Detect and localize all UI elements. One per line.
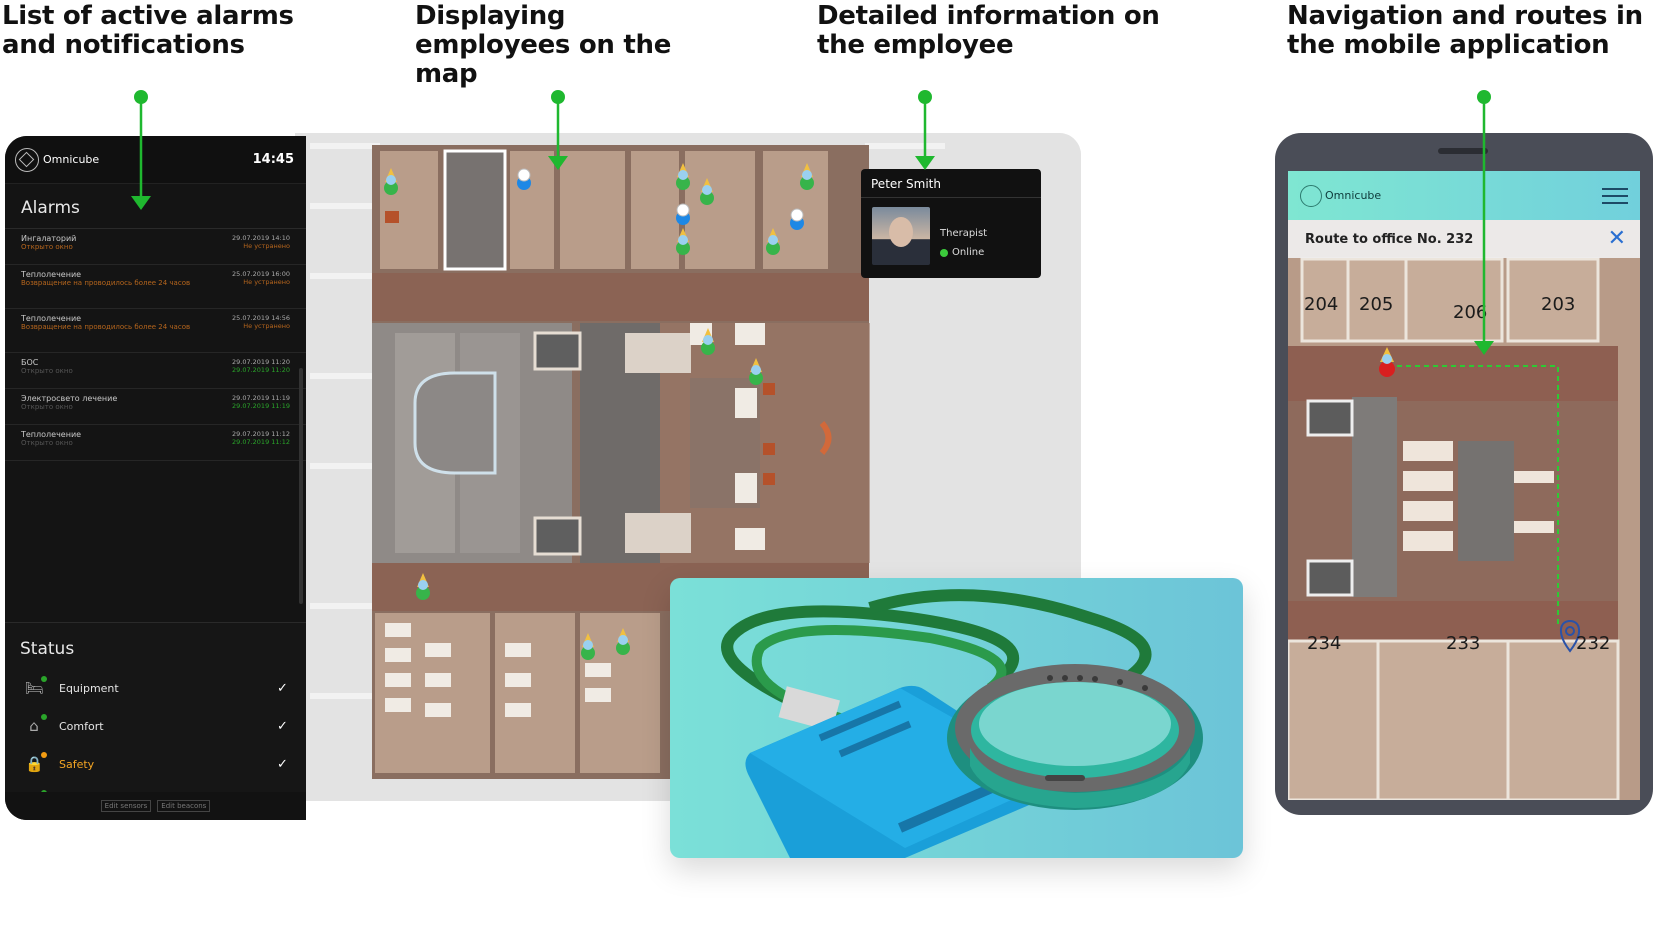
omnicube-logo: Omnicube <box>15 147 100 172</box>
status-row[interactable]: 🔒 Safety ✓ <box>5 745 306 783</box>
alarm-state: Не устранено <box>243 322 290 330</box>
employee-status-label: Online <box>952 247 985 258</box>
alarm-state: 29.07.2019 11:19 <box>231 402 290 410</box>
alarm-name: Электросвето лечение <box>21 394 118 403</box>
alarm-date: 29.07.2019 14:10 <box>231 234 290 242</box>
room-label: 205 <box>1359 294 1394 315</box>
alarm-state: 29.07.2019 11:12 <box>231 438 290 446</box>
status-label: Safety <box>59 757 95 771</box>
route-banner: Route to office No. 232 ✕ <box>1288 220 1640 258</box>
alarm-date: 25.07.2019 14:56 <box>231 314 290 322</box>
alarm-state: 29.07.2019 11:20 <box>231 366 290 374</box>
omnicube-logo-icon <box>1300 184 1322 207</box>
employee-photo <box>872 207 930 265</box>
brand-name: Omnicube <box>43 153 100 166</box>
alarm-description: Открыто окно <box>21 403 73 411</box>
status-title: Status <box>20 639 75 659</box>
room-label: 234 <box>1307 633 1342 654</box>
alarms-title: Alarms <box>5 184 306 229</box>
alarm-name: Теплолечение <box>21 314 82 323</box>
alarm-state: Не устранено <box>243 242 290 250</box>
status-list: 🛏Equipment✓⌂Comfort✓🔒Safety✓⊞Drug cabine… <box>5 669 306 820</box>
alarm-name: Ингалаторий <box>21 234 77 243</box>
alarm-list-scrollbar[interactable] <box>299 368 303 604</box>
employee-status: Online <box>940 247 984 258</box>
house-icon: ⌂ <box>25 714 47 735</box>
alarm-description: Возвращение на проводилось более 24 часо… <box>21 279 191 287</box>
alarm-date: 25.07.2019 16:00 <box>231 270 290 278</box>
online-indicator-icon <box>940 248 948 257</box>
employee-name: Peter Smith <box>861 169 1041 198</box>
checkmark-icon[interactable]: ✓ <box>277 756 288 772</box>
mobile-brand-name: Omnicube <box>1325 189 1382 202</box>
badge-and-bracelet-illustration <box>670 578 1243 858</box>
lock-icon: 🔒 <box>25 752 47 773</box>
room-label: 232 <box>1576 633 1611 654</box>
mobile-phone: Omnicube Route to office No. 232 ✕ 204 2… <box>1275 133 1653 815</box>
clock: 14:45 <box>252 152 294 167</box>
panel-footer: Edit sensors Edit beacons <box>5 792 306 820</box>
alarm-name: БОС <box>21 358 39 367</box>
alarm-description: Открыто окно <box>21 367 73 375</box>
employee-markers <box>384 163 814 660</box>
status-row[interactable]: 🛏 Equipment ✓ <box>5 669 306 707</box>
alarm-date: 29.07.2019 11:20 <box>231 358 290 366</box>
mobile-screen: Omnicube Route to office No. 232 ✕ 204 2… <box>1288 171 1640 800</box>
alarm-date: 29.07.2019 11:19 <box>231 394 290 402</box>
phone-speaker <box>1438 148 1488 154</box>
caption-employees-map: Displaying employees on the map <box>415 1 672 89</box>
mobile-floor-plan <box>1288 171 1640 800</box>
edit-sensors-button[interactable]: Edit sensors <box>100 800 152 812</box>
mobile-logo: Omnicube <box>1300 184 1382 207</box>
status-section: Status 🛏Equipment✓⌂Comfort✓🔒Safety✓⊞Drug… <box>5 622 306 820</box>
bed-icon: 🛏 <box>25 676 47 697</box>
caption-mobile-navigation: Navigation and routes in the mobile appl… <box>1287 1 1643 60</box>
room-label: 203 <box>1541 294 1576 315</box>
room-label: 206 <box>1453 302 1488 323</box>
caption-employee-info: Detailed information on the employee <box>817 1 1160 60</box>
hamburger-menu-icon[interactable] <box>1602 187 1628 204</box>
checkmark-icon[interactable]: ✓ <box>277 718 288 734</box>
mobile-header: Omnicube <box>1288 171 1640 220</box>
status-row[interactable]: ⌂ Comfort ✓ <box>5 707 306 745</box>
checkmark-icon[interactable]: ✓ <box>277 680 288 696</box>
employee-role: Therapist <box>940 228 988 239</box>
close-icon[interactable]: ✕ <box>1607 226 1626 251</box>
alarm-date: 29.07.2019 11:12 <box>231 430 290 438</box>
alarm-description: Возвращение на проводилось более 24 часо… <box>21 323 191 331</box>
alarm-description: Открыто окно <box>21 439 73 447</box>
alarm-state: Не устранено <box>243 278 290 286</box>
room-label: 233 <box>1446 633 1481 654</box>
omnicube-logo-icon <box>15 147 39 172</box>
employee-info-card[interactable]: Peter Smith Therapist Online <box>861 169 1041 278</box>
route-title: Route to office No. 232 <box>1305 231 1474 247</box>
room-label: 204 <box>1304 294 1339 315</box>
caption-alarms: List of active alarms and notifications <box>2 1 294 60</box>
status-label: Equipment <box>59 681 119 695</box>
badge-bracelet-drawing <box>721 589 1203 858</box>
status-label: Comfort <box>59 719 104 733</box>
alarm-name: Теплолечение <box>21 270 82 279</box>
alarm-name: Теплолечение <box>21 430 82 439</box>
panel-header: Omnicube 14:45 <box>5 136 306 184</box>
alarm-description: Открыто окно <box>21 243 73 251</box>
edit-beacons-button[interactable]: Edit beacons <box>157 800 211 812</box>
